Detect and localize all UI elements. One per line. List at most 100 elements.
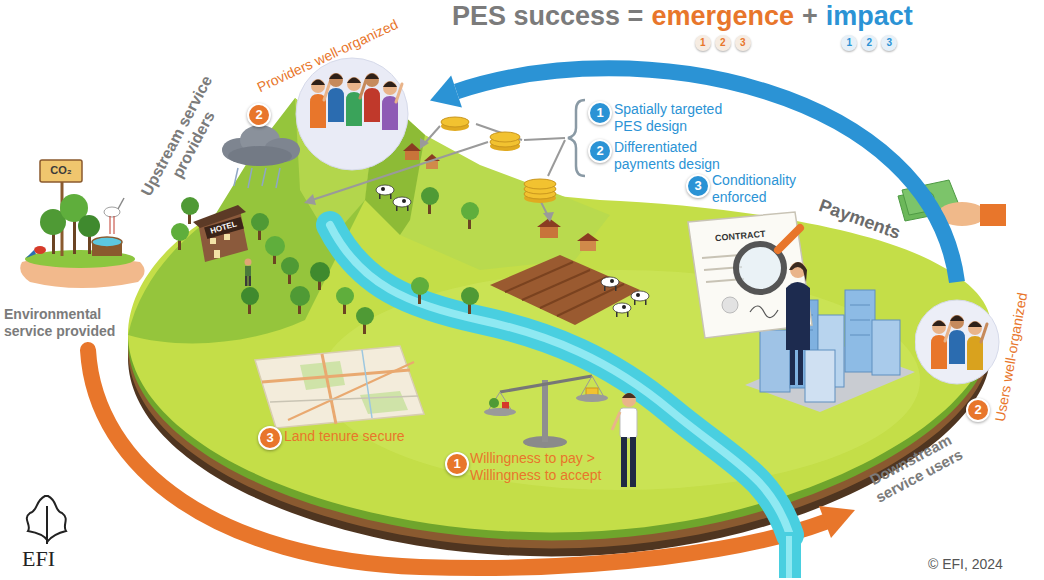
document-title: CONTRACT [714,228,765,243]
field-part [540,277,607,308]
trees-part [290,286,310,306]
hotel-part [204,217,244,239]
left-hand-ecosystem-part [114,216,115,234]
man-figure-part [621,437,627,487]
label-anchor: 1 [445,452,469,476]
cloud-rain-part [276,168,280,188]
balance-scale-part [500,376,592,392]
label-anchor: Land tenure secure [284,428,405,445]
coins-and-leaders-part [420,138,429,149]
person-head [950,315,964,329]
balance-scale-part [576,394,608,402]
person-head [329,73,343,87]
badge-row: 123 [841,35,897,51]
cows-part [376,185,394,195]
trees-part [461,202,479,220]
label-anchor: 2 [247,103,271,127]
condition-label: Willingness to pay > Willingness to acce… [470,450,618,484]
balance-scale [484,376,608,448]
coins-and-leaders-part [548,140,565,176]
title-text: + [802,0,818,32]
left-hand-ecosystem-part [92,237,122,247]
label-anchor: Willingness to pay > Willingness to acce… [470,450,618,484]
person-head [365,73,379,87]
cows-part [616,312,618,317]
label-anchor: CONTRACT [715,231,766,242]
hiker-part [245,266,251,276]
orange-arrow-part [819,506,855,538]
map-part [360,391,408,414]
balance-scale-part [489,398,499,408]
field-part [505,262,573,292]
callout-number: 1 [588,101,612,125]
woman-figure-part [798,345,803,385]
person-hair [365,74,379,80]
houses-part [405,150,419,160]
callout-number: 1 [695,35,711,51]
coins-and-leaders-part [424,126,440,144]
map [255,346,424,428]
cows-part [622,305,626,309]
hotel-part [224,234,230,240]
coins-and-leaders-part [568,100,585,176]
callout-number: 3 [881,35,897,51]
cloud-rain-part [262,168,266,186]
trees-part [336,287,354,305]
trees-part [251,213,269,231]
person-hair [329,74,343,80]
cows-part [604,286,606,291]
man-figure-part [622,393,636,398]
flow-label: Environmental service provided [4,306,126,340]
left-hand-ecosystem-part [40,160,82,182]
money-hand-part [980,204,1006,226]
callout-number: 1 [841,35,857,51]
trees-part [310,262,330,282]
title-text: emergence [651,0,794,32]
copyright: © EFI, 2024 [928,556,1003,573]
label-anchor: HOTEL [210,223,237,233]
coins-and-leaders-part [524,179,556,189]
label-anchor: 3 [686,174,710,198]
group-circle: Users well-organized [915,282,1035,432]
cows-part [390,194,392,199]
cloud-rain-part [234,168,238,186]
arrow-head [430,75,462,107]
person-figure [949,315,965,364]
trees-part [411,277,429,295]
person-head [311,79,325,93]
person-body [364,88,380,122]
cows [376,185,649,317]
label-anchor: 3 [258,426,282,450]
city-part [845,290,875,372]
cows-part [601,277,619,287]
person-figure [346,77,366,126]
trees-part [265,236,285,256]
cows-part [610,279,614,283]
hotel [193,205,248,262]
cloud-rain-part [228,146,292,166]
hiker [245,259,252,287]
coins-and-leaders-part [441,117,469,127]
woman-figure [786,262,810,385]
person-head [383,81,397,95]
city-part [850,320,870,321]
contract-part [778,228,800,250]
callout-number: 2 [715,35,731,51]
cows-part [631,291,649,301]
cows-part [634,300,636,305]
edge-label: Payments [816,195,903,244]
cows-part [407,206,409,211]
man-figure-part [612,412,620,430]
trees-part [241,287,259,305]
field-part [490,255,640,325]
label-anchor: 1 [588,101,612,125]
trees-part [181,197,199,215]
left-hand-ecosystem-part [118,198,124,209]
person-hair [968,322,982,328]
hiker-part [245,259,252,266]
coins-and-leaders-part [490,132,520,142]
houses [403,143,599,251]
callout-number: 3 [735,35,751,51]
label-anchor: CO₂ [50,164,71,177]
